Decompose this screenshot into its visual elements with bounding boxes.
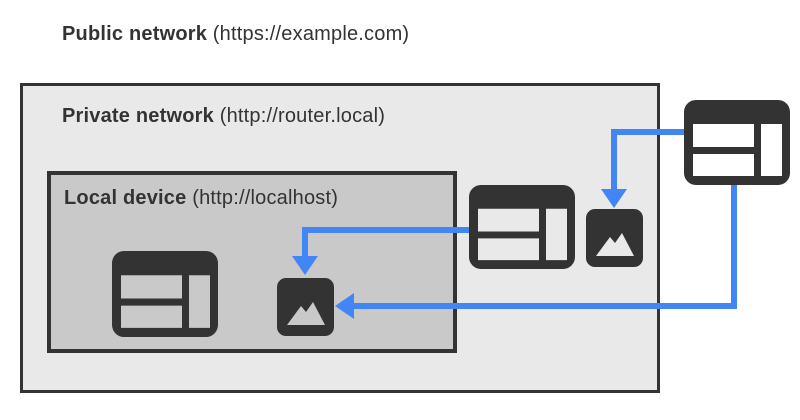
local-image-icon [277,278,334,336]
public-webpage-icon [684,100,790,185]
local-device-label-url: (http://localhost) [186,187,339,209]
public-network-title-url: (https://example.com) [207,23,410,45]
public-network-title-bold: Public network [62,23,208,45]
private-webpage-icon [469,185,575,269]
local-webpage-icon [112,251,218,337]
public-network-title: Public network (https://example.com) [62,23,409,46]
local-device-zone: Local device (http://localhost) [47,171,457,353]
private-network-label-bold: Private network [62,105,214,127]
private-network-label-url: (http://router.local) [213,105,386,127]
local-device-label-bold: Local device [64,187,187,209]
private-network-label: Private network (http://router.local) [62,105,385,128]
local-device-label: Local device (http://localhost) [64,187,338,210]
private-image-icon [586,209,643,267]
